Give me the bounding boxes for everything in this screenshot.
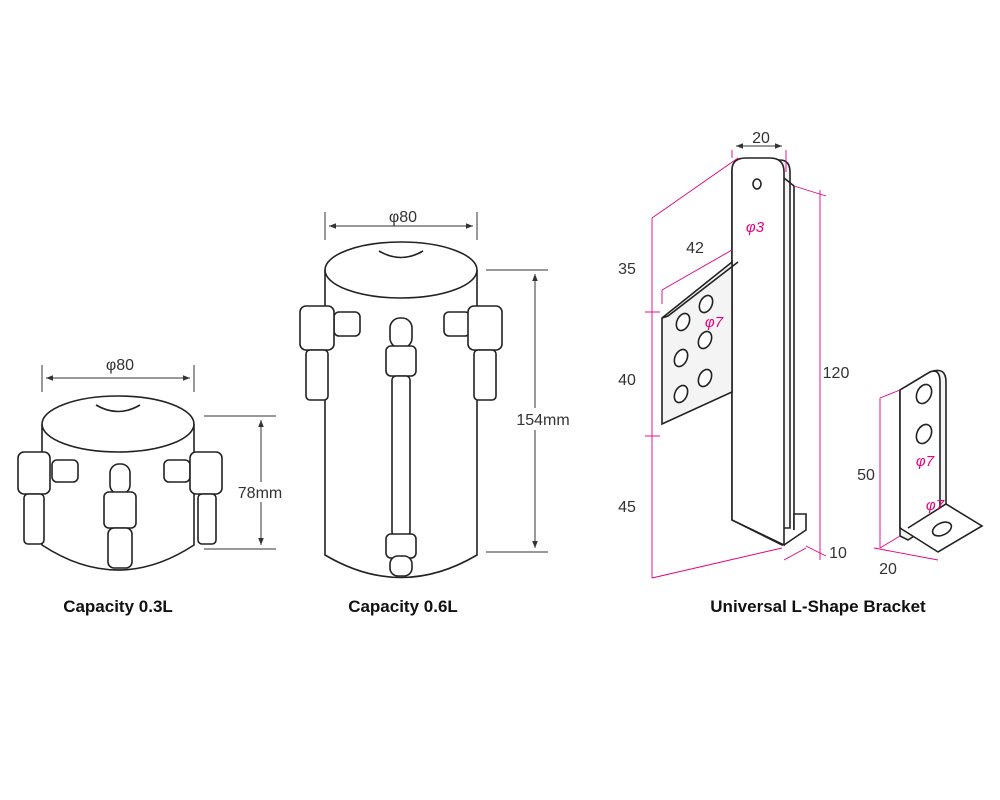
small-bracket: 50 φ7 φ7 20 [857,369,984,578]
l-shape-bracket: 20 φ3 42 φ7 35 40 45 120 10 Universal L-… [618,130,926,616]
sight-tube [103,463,137,569]
mounting-plate [661,260,739,426]
small-catch-can: φ80 78mm Capacity 0.3L [17,357,292,616]
bracket-top-width: 20 [752,130,770,147]
large-tank-diameter: φ80 [389,209,417,226]
bracket-plate-width: 42 [686,240,704,257]
bracket-plate-holes: φ7 [705,314,724,331]
large-tank-caption: Capacity 0.6L [348,597,458,616]
small-bracket-width: 20 [879,561,897,578]
right-fitting [443,305,503,401]
small-tank-caption: Capacity 0.3L [63,597,173,616]
small-tank-diameter: φ80 [106,357,134,374]
small-bracket-height: 50 [857,467,875,484]
bracket-total-height: 120 [823,365,850,382]
sight-tube [385,317,417,577]
right-fitting [163,451,223,545]
left-fitting [17,451,79,545]
bracket-foot: 10 [829,545,847,562]
small-bracket-hole-a: φ7 [916,453,935,470]
bracket-small-hole: φ3 [746,219,765,236]
bracket-seg-bottom: 45 [618,499,636,516]
large-tank-height: 154mm [516,412,569,429]
bracket-caption: Universal L-Shape Bracket [710,597,926,616]
small-bracket-hole-b: φ7 [926,497,945,514]
bracket-seg-top: 35 [618,261,636,278]
bracket-seg-mid: 40 [618,372,636,389]
large-catch-can: φ80 154mm Capacity 0.6L [299,209,578,616]
left-fitting [299,305,361,401]
small-tank-height: 78mm [238,485,282,502]
